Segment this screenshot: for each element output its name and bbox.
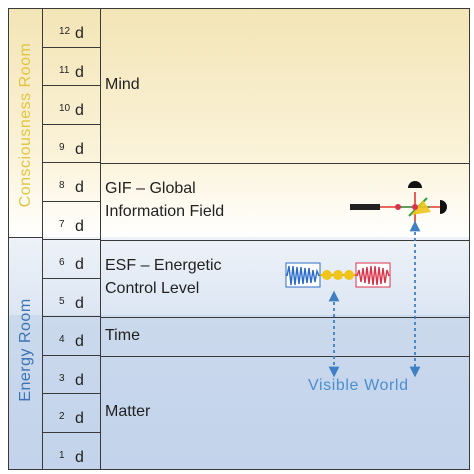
- mind-band: [9, 9, 469, 159]
- dimension-index: 5: [59, 295, 65, 307]
- dimension-letter: d: [75, 371, 84, 389]
- dimension-letter: d: [75, 256, 84, 273]
- dimension-letter: d: [75, 25, 84, 42]
- level-matter: Matter: [105, 403, 151, 420]
- dimension-cell-d12: d 12: [43, 9, 100, 48]
- dimension-letter: d: [75, 140, 84, 158]
- dimension-index: 3: [59, 372, 65, 384]
- visible-world-label: Visible World: [308, 377, 409, 394]
- dimension-index: 12: [59, 26, 71, 38]
- dimension-letter: d: [75, 333, 84, 350]
- dimension-index: 10: [59, 103, 71, 115]
- dimension-letter: d: [75, 448, 84, 466]
- dimension-index: 6: [59, 257, 65, 269]
- level-gif-line2: Information Field: [105, 203, 225, 220]
- dimension-index: 8: [59, 180, 65, 192]
- dimension-index: 7: [59, 218, 65, 230]
- dimension-index: 2: [59, 411, 65, 423]
- level-divider-esf: [101, 240, 469, 241]
- level-divider-gif: [101, 163, 469, 164]
- dimension-index: 4: [59, 334, 65, 346]
- dimension-cell-d10: d 10: [43, 86, 100, 125]
- level-divider-matter: [101, 355, 469, 357]
- dimension-letter: d: [75, 102, 84, 119]
- matter-band: [9, 315, 469, 469]
- level-time: Time: [105, 327, 140, 344]
- light-beam-apparatus-icon: [350, 181, 447, 228]
- dimension-letter: d: [75, 63, 84, 81]
- esf-band: [9, 237, 469, 315]
- dimension-index: 9: [59, 141, 65, 153]
- dimension-cell-d11: d 11: [43, 48, 100, 86]
- wave-packet-icon: [285, 262, 391, 288]
- room-divider: [9, 237, 43, 238]
- room-column: Consciousness Room Energy Room: [9, 9, 43, 469]
- dimension-index: 11: [59, 64, 70, 76]
- dimension-index: 1: [59, 449, 65, 461]
- dimension-letter: d: [75, 179, 84, 196]
- gif-band: [9, 159, 469, 237]
- dimension-letter: d: [75, 294, 84, 312]
- level-divider-time: [101, 317, 469, 318]
- level-esf-line2: Control Level: [105, 280, 200, 297]
- level-gif-line1: GIF – Global: [105, 180, 196, 197]
- dimension-letter: d: [75, 410, 84, 427]
- level-mind: Mind: [105, 76, 140, 93]
- dimension-letter: d: [75, 217, 84, 235]
- level-esf-line1: ESF – Energetic: [105, 257, 222, 274]
